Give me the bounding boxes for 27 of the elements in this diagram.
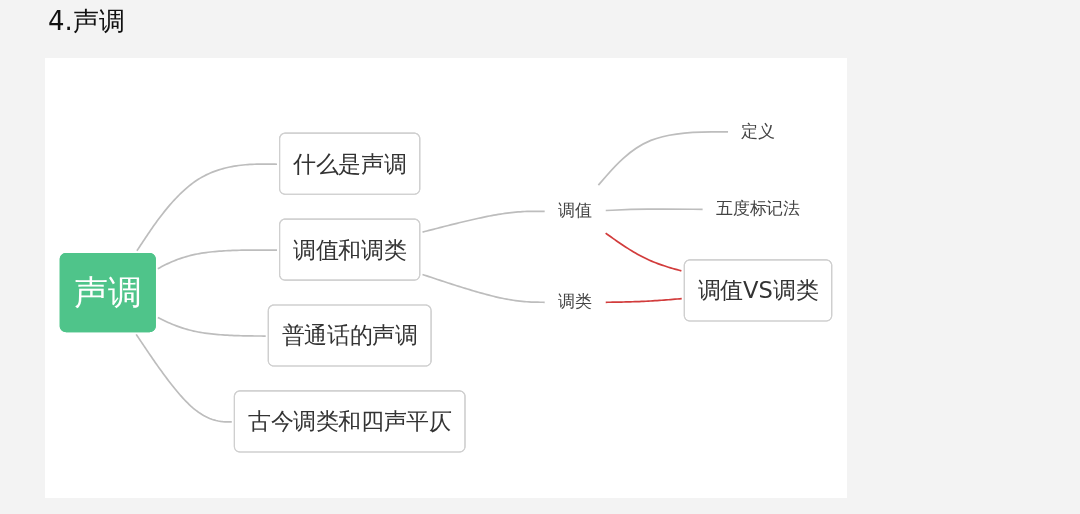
topic-text: 什么是声调 [293, 148, 407, 179]
branch-line [136, 162, 278, 252]
central-topic-box [59, 252, 156, 332]
branch-line [157, 316, 267, 337]
branch-line [157, 248, 278, 269]
branch-text: 定义 [741, 118, 775, 144]
topic-box [233, 389, 466, 453]
branch-line [421, 209, 546, 233]
topic-box [683, 258, 833, 322]
branch-line [604, 207, 704, 211]
title: 4.声调 [48, 5, 125, 38]
brace-connector [604, 297, 683, 303]
topic-box [279, 218, 421, 281]
brace-connector [604, 231, 683, 272]
topic-text: 调值VS调类 [697, 275, 819, 306]
topic-box [279, 132, 421, 195]
branch-text: 调类 [557, 288, 592, 314]
branch-line [421, 273, 546, 303]
topic-text: 普通话的声调 [281, 320, 418, 351]
topic-text: 古今调类和四声平仄 [247, 406, 452, 437]
branch-line [135, 333, 233, 423]
branch-line [597, 130, 729, 186]
branch-text: 五度标记法 [715, 195, 801, 221]
branch-text: 调值 [557, 197, 592, 224]
topic-box [267, 303, 432, 367]
topic-text: 声调 [73, 271, 142, 314]
topic-text: 调值和调类 [293, 234, 407, 265]
